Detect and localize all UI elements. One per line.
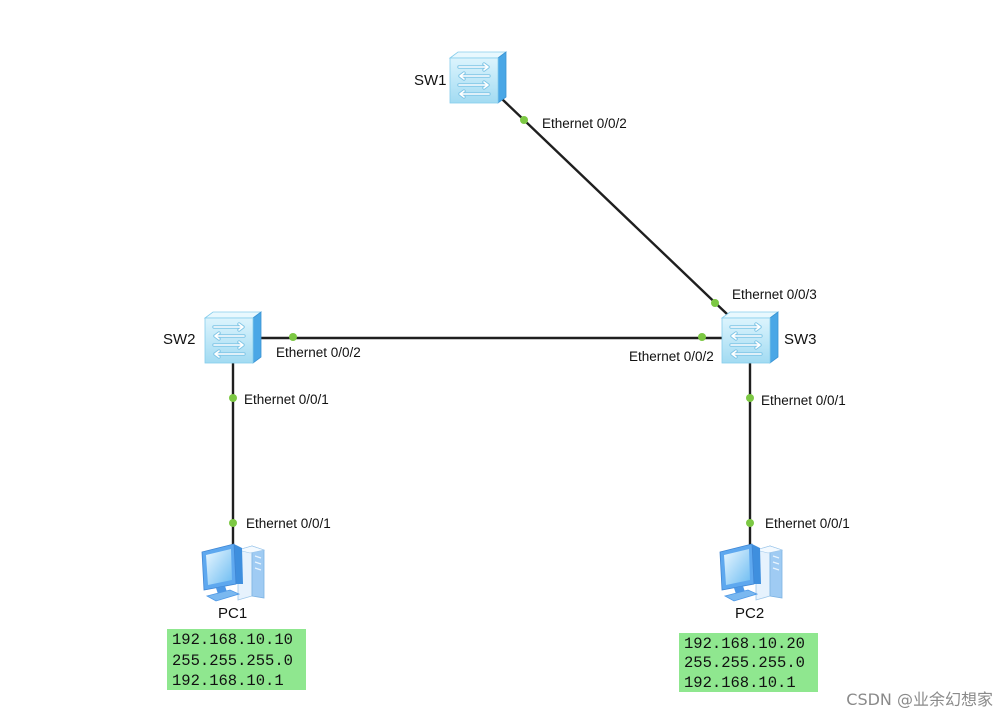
port-dot-sw3-e0-0-3 [711,299,719,307]
port-dot-sw2-e0-0-2 [289,333,297,341]
ip-config-pc2: 192.168.10.20 255.255.255.0 192.168.10.1 [679,633,818,692]
port-label-sw3-to-sw1: Ethernet 0/0/3 [732,287,817,302]
device-label-sw1: SW1 [414,72,447,89]
links [231,97,752,548]
port-dot-sw3-e0-0-1 [746,394,754,402]
port-dot-sw1-e0-0-2 [520,116,528,124]
subnet-mask: 255.255.255.0 [172,652,293,670]
device-sw3: SW3 [720,310,817,365]
ip-config-box [167,629,306,690]
port-dot-sw3-e0-0-2 [698,333,706,341]
device-label-sw2: SW2 [163,331,196,348]
device-label-pc2: PC2 [735,605,764,622]
pc-icon [719,543,783,602]
port-label-sw1-to-sw3: Ethernet 0/0/2 [542,116,627,131]
device-sw2: SW2 [163,310,263,365]
link-sw1-sw3 [500,97,730,317]
device-pc1: PC1 [201,543,265,622]
ip-address: 192.168.10.20 [684,635,805,653]
port-label-sw3-to-pc2: Ethernet 0/0/1 [761,393,846,408]
device-pc2: PC2 [719,543,783,622]
port-dot-sw2-e0-0-1 [229,394,237,402]
port-dots [229,116,754,527]
port-label-sw3-to-sw2: Ethernet 0/0/2 [629,349,714,364]
port-dot-pc2-e0-0-1 [746,519,754,527]
gateway: 192.168.10.1 [172,672,284,690]
ip-address: 192.168.10.10 [172,631,293,649]
port-label-sw2-to-pc1: Ethernet 0/0/1 [244,392,329,407]
ip-config-box [679,633,818,692]
port-label-pc1-to-sw2: Ethernet 0/0/1 [246,516,331,531]
port-dot-pc1-e0-0-1 [229,519,237,527]
port-labels: Ethernet 0/0/2 Ethernet 0/0/3 Ethernet 0… [244,116,850,531]
gateway: 192.168.10.1 [684,674,796,692]
switch-icon [720,310,780,365]
subnet-mask: 255.255.255.0 [684,654,805,672]
switch-icon [448,50,508,105]
pc-icon [201,543,265,602]
device-label-pc1: PC1 [218,605,247,622]
device-label-sw3: SW3 [784,331,817,348]
ip-config-pc1: 192.168.10.10 255.255.255.0 192.168.10.1 [167,629,306,690]
device-sw1: SW1 [414,50,508,105]
watermark: CSDN @业余幻想家 [846,690,993,709]
switch-icon [203,310,263,365]
port-label-sw2-to-sw3: Ethernet 0/0/2 [276,345,361,360]
port-label-pc2-to-sw3: Ethernet 0/0/1 [765,516,850,531]
